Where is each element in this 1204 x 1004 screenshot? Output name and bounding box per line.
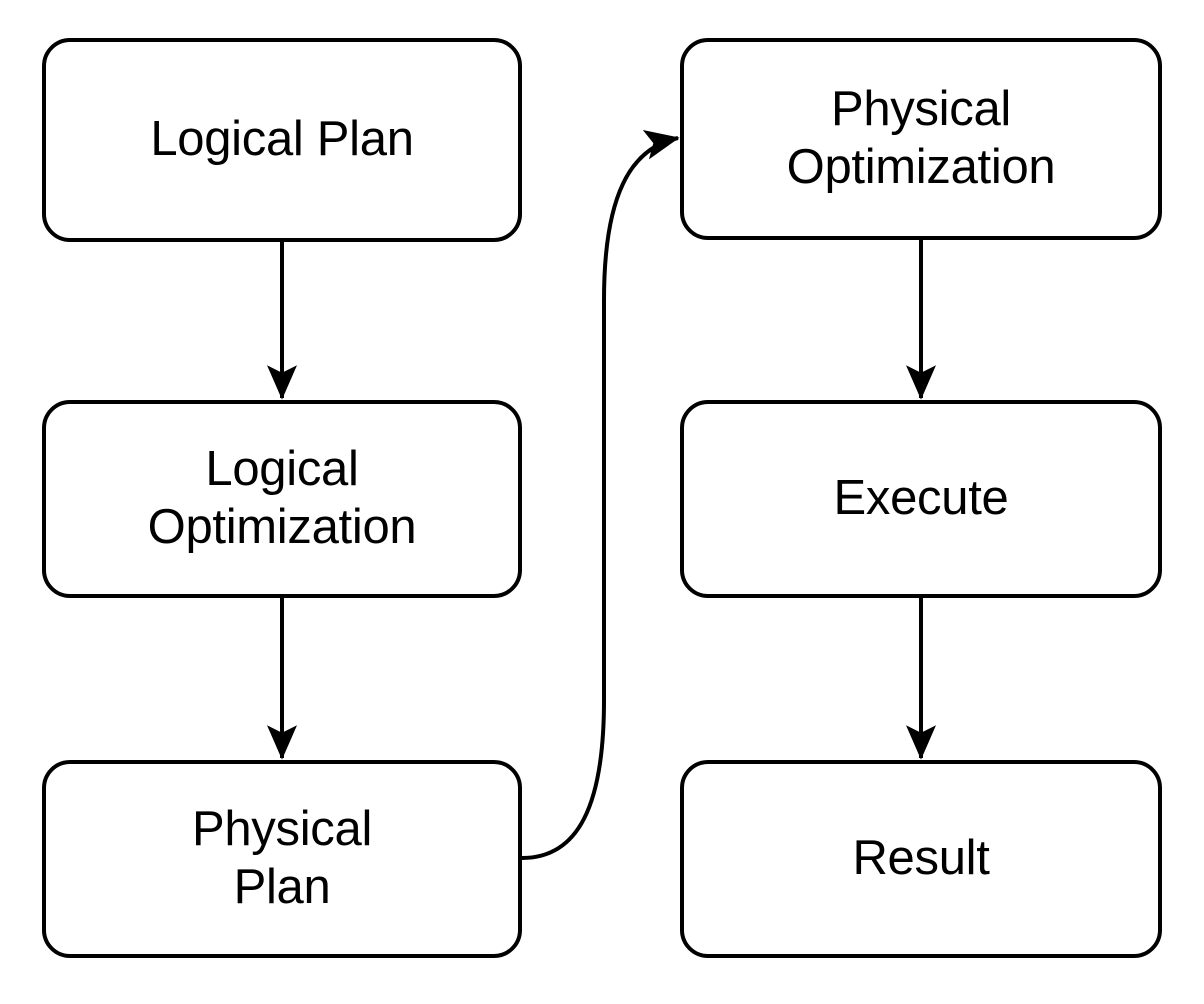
node-result-label: Result	[852, 831, 990, 886]
node-physical-plan[interactable]: Physical Plan	[42, 760, 522, 958]
node-physical-plan-label: Physical Plan	[191, 802, 373, 914]
node-physical-optimization-label: Physical Optimization	[786, 82, 1056, 194]
node-result[interactable]: Result	[680, 760, 1162, 958]
node-logical-plan[interactable]: Logical Plan	[42, 38, 522, 242]
node-logical-optimization[interactable]: Logical Optimization	[42, 400, 522, 598]
node-logical-plan-label: Logical Plan	[150, 112, 414, 167]
node-physical-optimization[interactable]: Physical Optimization	[680, 38, 1162, 240]
edge-physical-plan-to-physical-optimization	[521, 130, 680, 860]
node-execute-label: Execute	[833, 471, 1009, 526]
node-execute[interactable]: Execute	[680, 400, 1162, 598]
node-logical-optimization-label: Logical Optimization	[147, 442, 417, 554]
